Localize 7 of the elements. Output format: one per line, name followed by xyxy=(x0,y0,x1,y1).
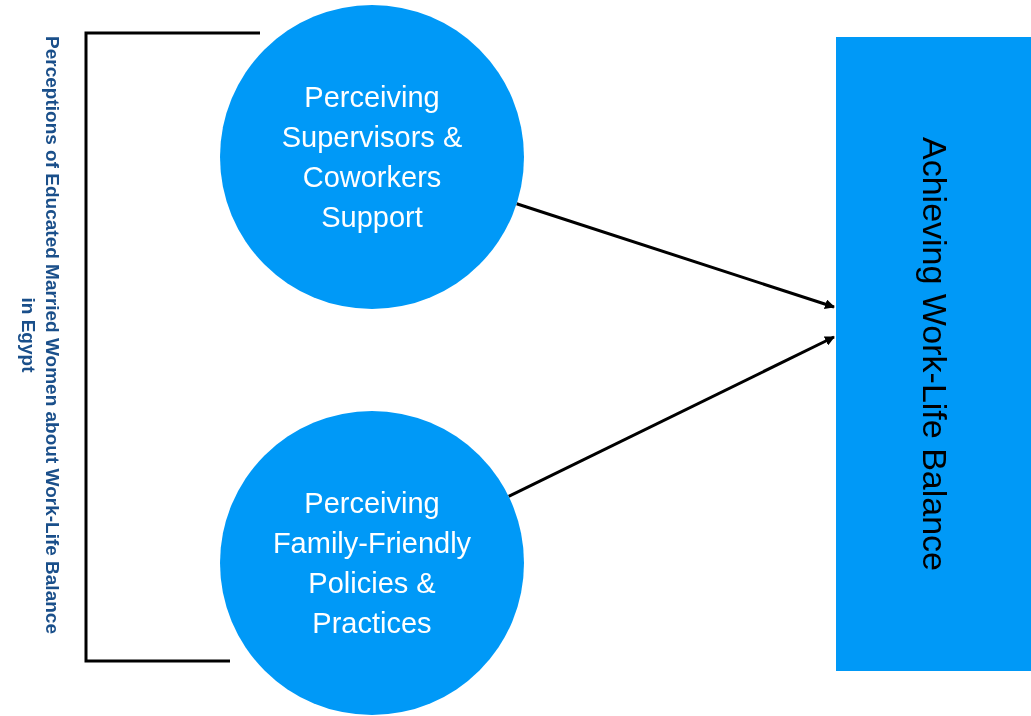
node-text: Achieving Work-Life Balance xyxy=(914,137,953,571)
side-label: Perceptions of Educated Married Women about Work-Life Balance in Egypt xyxy=(17,35,64,635)
arrow xyxy=(516,202,835,309)
outcome-box xyxy=(836,37,1031,671)
node-text: Perceiving Family-Friendly Policies & Practices xyxy=(271,486,473,641)
node-text: Perceiving Supervisors & Coworkers Support xyxy=(280,80,464,235)
arrow xyxy=(508,335,835,498)
